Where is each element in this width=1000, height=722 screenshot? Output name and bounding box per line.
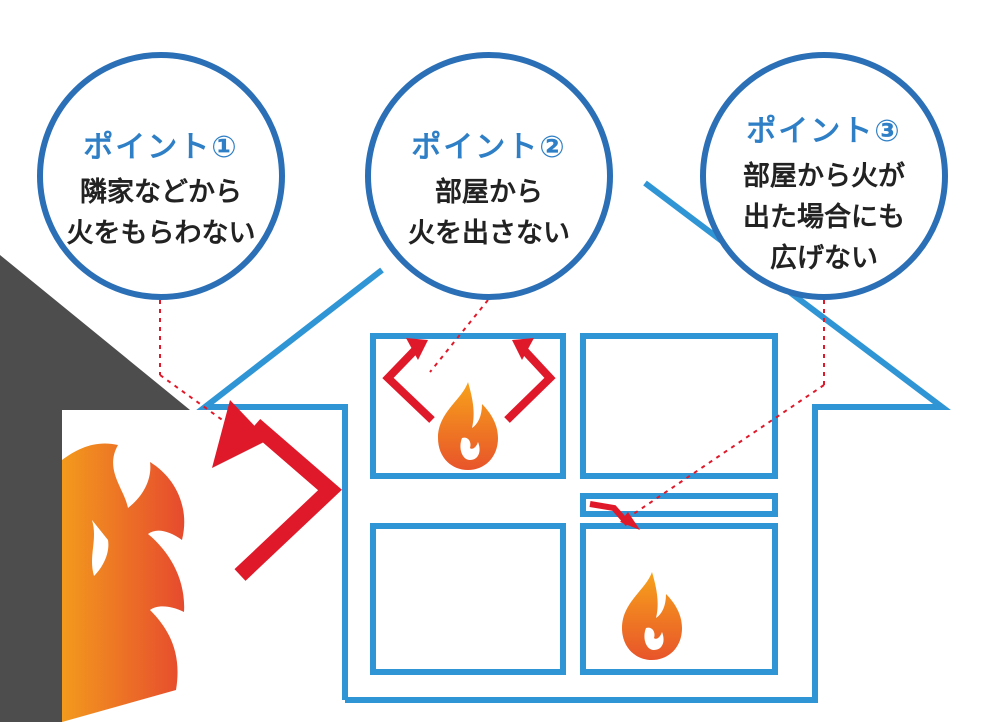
neighbor-house (0, 255, 190, 722)
point-1-line-2: 火をもらわない (66, 218, 256, 249)
corridor-arrow (589, 501, 640, 530)
house-outline (196, 180, 951, 703)
point-1-line-1: 隣家などから (80, 177, 242, 208)
point-1-bubble: ポイント① 隣家などから 火をもらわない (37, 52, 285, 300)
room-arrows (382, 347, 556, 423)
room-lower-left (370, 523, 566, 675)
large-flame-icon (62, 443, 185, 722)
point-3-line-2: 出た場合にも (743, 202, 905, 233)
arrow-head-neighbor (212, 400, 268, 468)
point-2-line-1: 部屋から (435, 177, 543, 208)
point-1-title: ポイント① (83, 130, 239, 165)
room-upper-left (370, 333, 566, 479)
point-3-title: ポイント③ (746, 114, 902, 149)
point-2-title: ポイント② (411, 130, 567, 165)
point-2-line-2: 火を出さない (408, 218, 570, 249)
point-3-bubble: ポイント③ 部屋から火が 出た場合にも 広げない (700, 52, 948, 300)
point-2-bubble: ポイント② 部屋から 火を出さない (365, 52, 613, 300)
red-arrow-icon (234, 418, 342, 581)
room-upper-right (580, 333, 778, 479)
room-grid (370, 333, 778, 675)
room-lower-right (580, 523, 778, 675)
room-corridor (580, 493, 778, 517)
point-3-line-1: 部屋から火が (743, 161, 905, 192)
point-3-line-3: 広げない (770, 243, 878, 274)
